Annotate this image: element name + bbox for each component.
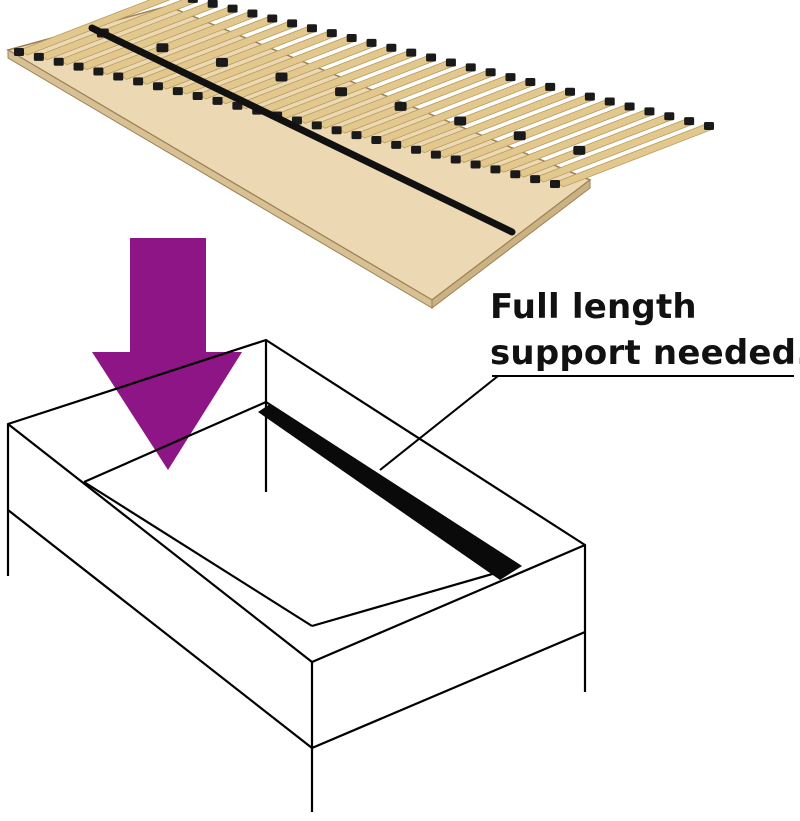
slat-cap xyxy=(604,97,615,106)
slats-group xyxy=(14,0,715,188)
slat-cap xyxy=(311,121,322,130)
slat-cap xyxy=(490,165,501,174)
slat-cap xyxy=(133,77,144,86)
slat-cap xyxy=(684,117,695,126)
firmness-adjuster xyxy=(275,72,288,82)
slat-cap xyxy=(565,87,576,96)
slat-cap xyxy=(505,73,516,82)
slat-cap xyxy=(33,52,44,61)
bed-box-inner-front-left xyxy=(83,481,313,627)
slat-cap xyxy=(426,53,437,62)
callout-line-2: support needed. xyxy=(490,333,800,373)
slat-cap xyxy=(485,68,496,77)
slat-cap xyxy=(331,126,342,135)
slat-cap xyxy=(232,101,243,110)
slat-cap xyxy=(510,170,521,179)
slat-cap xyxy=(212,96,223,105)
firmness-adjuster xyxy=(513,131,526,141)
slat-cap xyxy=(525,78,536,86)
slat-cap xyxy=(386,43,397,52)
callout-line-1: Full length xyxy=(490,287,697,327)
bed-box-wall-front-right xyxy=(311,630,586,750)
slat-cap xyxy=(465,63,476,72)
slat-cap xyxy=(664,112,675,121)
slat-cap xyxy=(644,107,655,116)
slatted-frame-rail-end xyxy=(431,178,591,310)
slat-cap xyxy=(14,48,24,56)
firmness-adjuster xyxy=(394,101,407,111)
slat-cap xyxy=(326,29,337,38)
slat-cap xyxy=(187,0,198,3)
slat-cap xyxy=(624,102,635,111)
firmness-adjuster xyxy=(215,57,228,67)
slat-cap xyxy=(287,19,298,28)
slat-cap xyxy=(172,87,183,96)
callout-leader-line xyxy=(379,375,499,471)
firmness-adjuster xyxy=(156,43,169,53)
slat-cap xyxy=(545,82,556,91)
slat-cap xyxy=(227,4,238,13)
slat-cap xyxy=(445,58,456,67)
slat-cap xyxy=(247,9,258,18)
firmness-adjuster xyxy=(335,87,348,97)
slat-cap xyxy=(530,175,541,184)
center-strap xyxy=(88,24,516,236)
slat-cap xyxy=(53,57,64,66)
down-arrow-icon xyxy=(92,238,242,470)
slat-cap xyxy=(192,92,203,100)
slat-cap xyxy=(584,92,595,101)
center-support-beam xyxy=(258,404,522,580)
slat-cap xyxy=(450,155,461,164)
slat-cap xyxy=(430,150,441,159)
slat-cap xyxy=(267,14,278,23)
slatted-bed-base xyxy=(6,0,715,310)
slat-cap xyxy=(470,160,481,169)
callout-text: Full length support needed. xyxy=(490,284,800,376)
slat-cap xyxy=(550,180,560,188)
slat-cap xyxy=(391,140,402,149)
slat-cap xyxy=(113,72,124,81)
slat-cap xyxy=(152,82,163,91)
firmness-adjuster xyxy=(454,116,467,126)
slat-cap xyxy=(207,0,218,8)
slat-cap xyxy=(93,67,104,76)
bed-box-inner-front-right xyxy=(311,564,521,628)
bed-box-rim xyxy=(6,338,587,664)
slat-cap xyxy=(351,131,362,140)
slat-cap xyxy=(366,38,377,47)
firmness-adjuster xyxy=(573,145,586,155)
slat-cap xyxy=(73,62,84,71)
slat-cap xyxy=(406,48,417,57)
slat-cap xyxy=(346,34,357,42)
slat-cap xyxy=(704,122,714,130)
bed-box-wall-front-left xyxy=(7,509,313,749)
slat-cap xyxy=(306,24,317,33)
slat-cap xyxy=(411,145,422,154)
slat-cap xyxy=(371,136,382,144)
